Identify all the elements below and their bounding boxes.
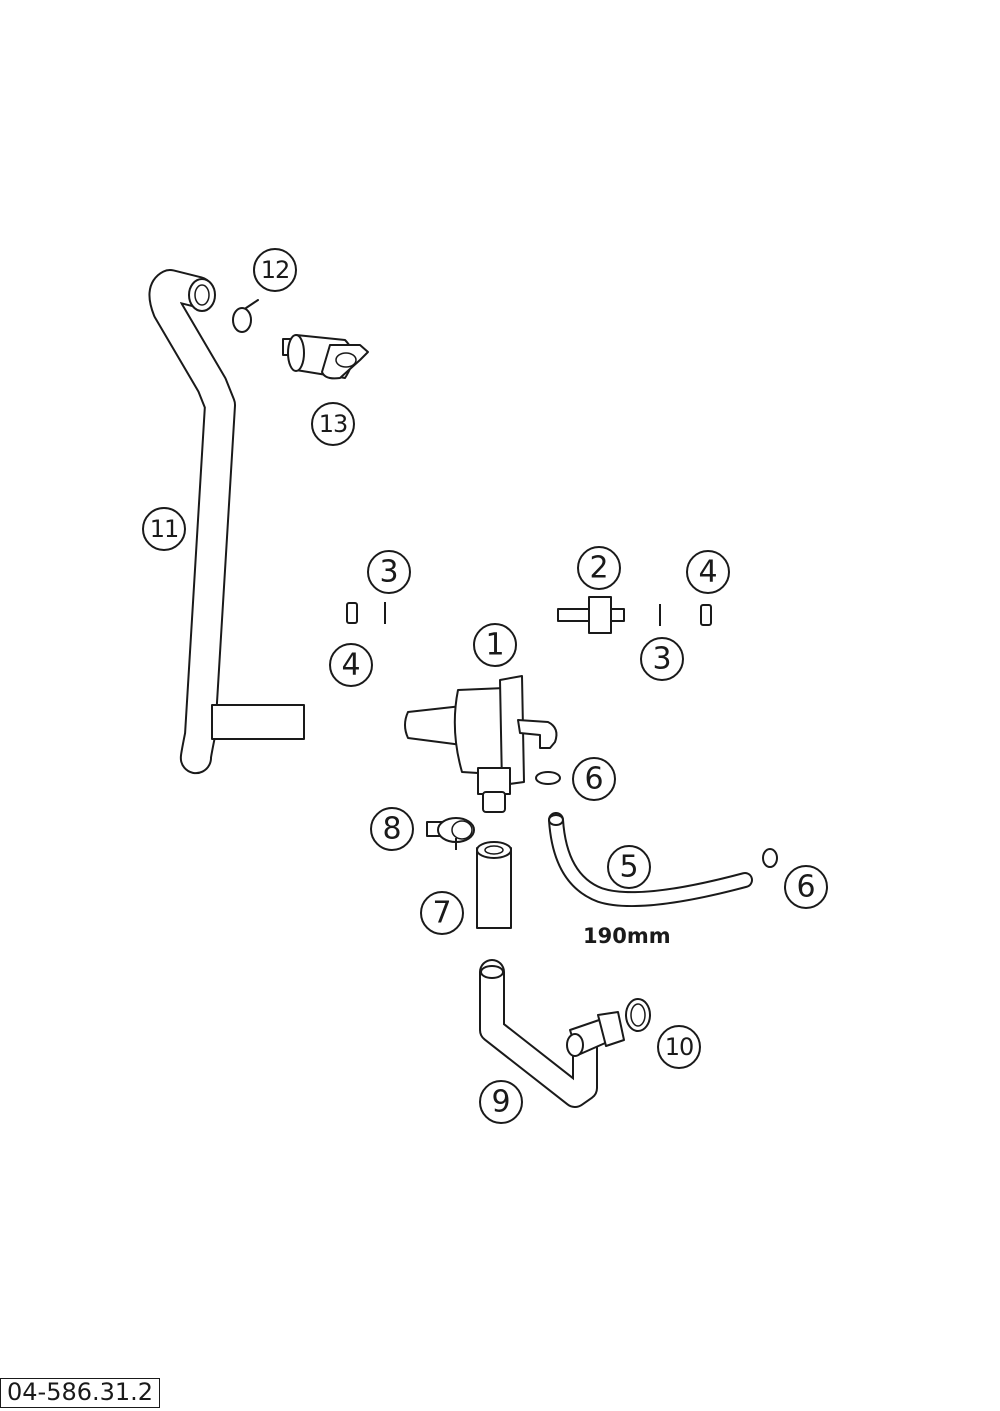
part-6-upper-clamp — [535, 771, 561, 785]
callout-4-left: 4 — [329, 643, 373, 687]
svg-text:13: 13 — [319, 410, 348, 438]
part-4-right-nut — [700, 604, 712, 626]
part-9-bent-pipe — [479, 959, 625, 1108]
callout-7: 7 — [420, 891, 464, 935]
part-1-valve — [404, 675, 558, 813]
svg-text:12: 12 — [261, 256, 290, 284]
callout-4-right: 4 — [686, 550, 730, 594]
callout-6-right: 6 — [784, 865, 828, 909]
svg-text:3: 3 — [379, 555, 398, 590]
hose-length-label: 190mm — [583, 924, 671, 948]
part-4-left-nut — [346, 602, 358, 624]
callout-1: 1 — [473, 623, 517, 667]
svg-text:4: 4 — [341, 648, 360, 683]
callout-10: 10 — [657, 1025, 701, 1069]
part-7-short-hose — [476, 841, 512, 929]
svg-text:1: 1 — [485, 628, 504, 663]
callout-11: 11 — [142, 507, 186, 551]
callout-3-left: 3 — [367, 550, 411, 594]
svg-text:3: 3 — [652, 642, 671, 677]
svg-text:6: 6 — [584, 762, 603, 797]
callout-5: 5 — [607, 845, 651, 889]
part-2-stud — [557, 596, 625, 634]
part-5-curved-hose — [548, 812, 753, 908]
part-11-long-tube — [148, 269, 305, 775]
part-13-fitting — [282, 334, 369, 380]
part-12-clamp — [232, 299, 259, 333]
diagram-reference-number: 04-586.31.2 — [0, 1378, 161, 1408]
part-10-o-ring — [625, 998, 651, 1032]
svg-text:6: 6 — [796, 870, 815, 905]
callout-8: 8 — [370, 807, 414, 851]
part-6-right-clamp — [762, 848, 778, 868]
callout-12: 12 — [253, 248, 297, 292]
svg-text:11: 11 — [150, 515, 179, 543]
part-8-hose-clamp — [426, 817, 475, 850]
svg-text:2: 2 — [589, 551, 608, 586]
svg-text:4: 4 — [698, 555, 717, 590]
svg-text:5: 5 — [619, 850, 638, 885]
callout-6-upper: 6 — [572, 757, 616, 801]
callout-13: 13 — [311, 402, 355, 446]
callout-9: 9 — [479, 1080, 523, 1124]
svg-text:10: 10 — [665, 1033, 694, 1061]
svg-text:8: 8 — [382, 812, 401, 847]
callout-3-right: 3 — [640, 637, 684, 681]
callout-2: 2 — [577, 546, 621, 590]
svg-text:9: 9 — [491, 1085, 510, 1120]
svg-text:7: 7 — [432, 896, 451, 931]
